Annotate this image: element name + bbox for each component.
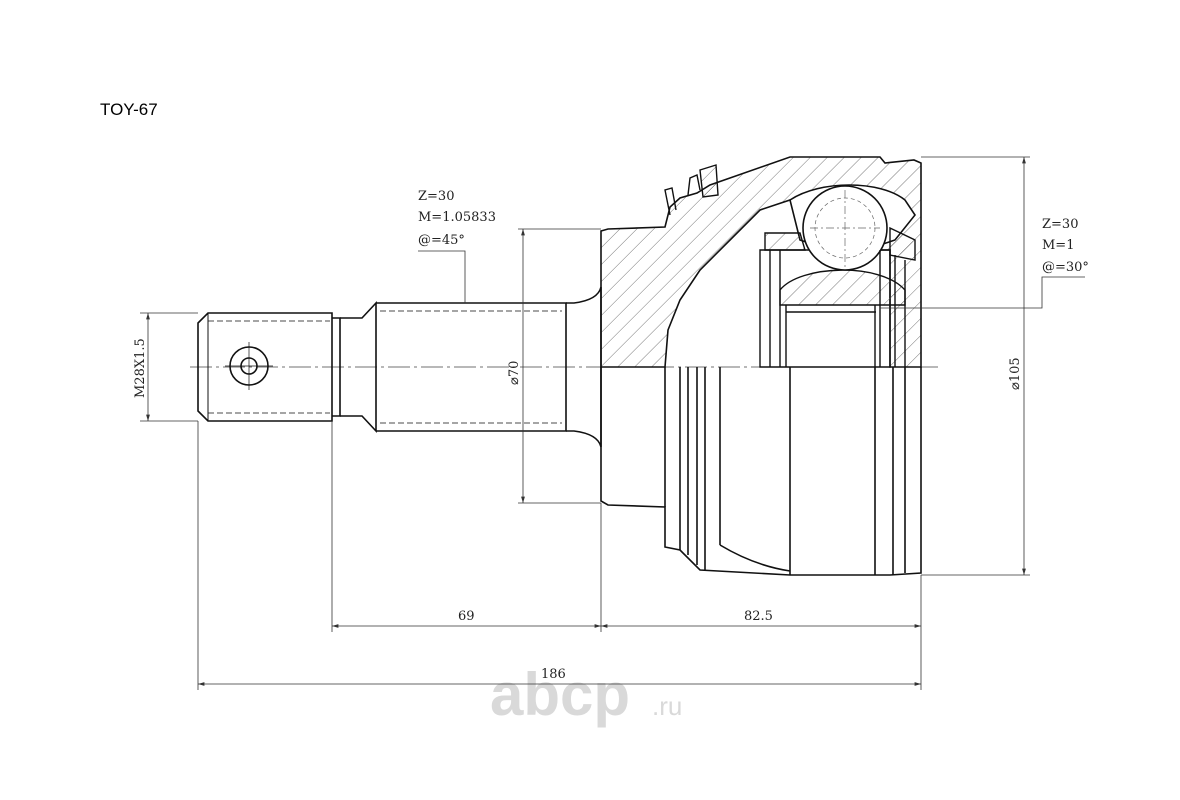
dim-thread-label: M28X1.5 bbox=[133, 338, 148, 398]
spline-right-leader bbox=[880, 276, 1085, 309]
watermark-brand: abcp bbox=[490, 661, 630, 728]
spline-right-m: M=1 bbox=[1042, 238, 1074, 253]
spline-right-z: Z=30 bbox=[1042, 217, 1078, 232]
inner-race bbox=[769, 250, 906, 367]
dim-outer-dia-label: ⌀105 bbox=[1008, 357, 1023, 390]
spline-left-leader bbox=[418, 250, 466, 303]
watermark: abcp .ru bbox=[490, 661, 682, 728]
bell-housing-section bbox=[600, 156, 922, 368]
dim-thread bbox=[140, 312, 198, 422]
dim-shaft-dia-label: ⌀70 bbox=[507, 361, 522, 385]
spline-right-angle: @=30° bbox=[1042, 260, 1089, 275]
spline-left-angle: @=45° bbox=[418, 233, 465, 248]
spline-left-m: M=1.05833 bbox=[418, 210, 496, 225]
bell-housing-outline bbox=[600, 367, 922, 576]
boot-clamp bbox=[664, 164, 719, 216]
threaded-stub bbox=[197, 312, 333, 422]
part-code: TOY-67 bbox=[100, 100, 158, 119]
watermark-suffix: .ru bbox=[652, 691, 682, 721]
dim-len-shaft-label: 69 bbox=[458, 609, 475, 624]
dim-horizontal bbox=[197, 421, 922, 690]
dim-len-total-label: 186 bbox=[541, 667, 566, 682]
dim-len-body-label: 82.5 bbox=[744, 609, 773, 624]
spline-left-z: Z=30 bbox=[418, 189, 454, 204]
dim-shaft-dia bbox=[518, 228, 601, 504]
ball-cage bbox=[759, 185, 916, 368]
dim-outer-dia bbox=[921, 156, 1030, 576]
